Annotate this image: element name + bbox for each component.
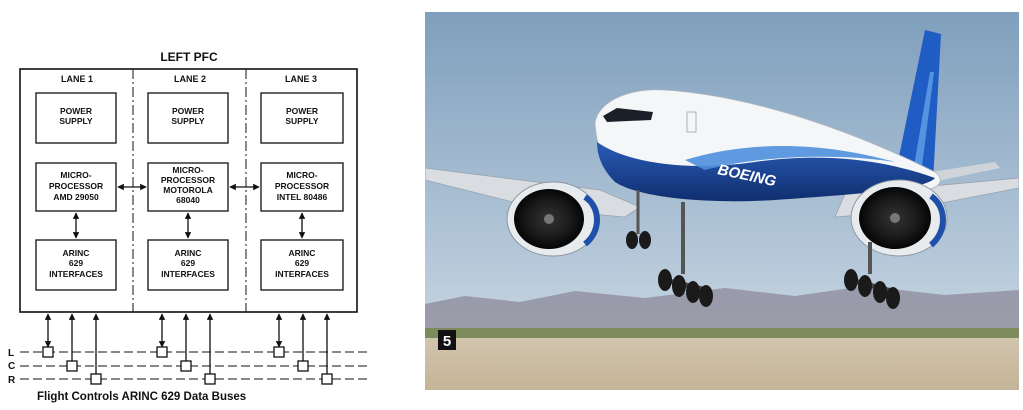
tail-fin (895, 30, 941, 182)
lane-2-bus-taps (156, 313, 216, 385)
arinc-label: ARINC (175, 248, 202, 258)
bus-label-l: L (8, 348, 14, 359)
cabin-door (686, 111, 697, 133)
power-supply-box (35, 92, 117, 144)
arinc-label: INTERFACES (275, 269, 329, 279)
left-engine-spinner (544, 214, 554, 224)
arinc-label: ARINC (289, 248, 316, 258)
left-main-landing-gear (658, 202, 713, 307)
left-engine-cowl-blue (582, 194, 600, 247)
power-supply-box (147, 92, 229, 144)
runway-marker-number: 5 (443, 333, 451, 350)
livery-swoosh (685, 146, 895, 170)
diagram-title: LEFT PFC (160, 50, 218, 64)
microprocessor-box (260, 162, 344, 212)
nose-landing-gear (626, 190, 651, 249)
arinc-label: ARINC (63, 248, 90, 258)
arinc-label: 629 (181, 258, 195, 268)
arinc-label: INTERFACES (49, 269, 103, 279)
microprocessor-label: PROCESSOR (49, 181, 103, 191)
fuselage-blue-livery (597, 142, 935, 202)
microprocessor-model: 68040 (176, 195, 200, 205)
boeing-777-photo: 5 BOEING (425, 12, 1019, 390)
microprocessor-box (147, 162, 229, 212)
right-main-landing-gear (844, 242, 900, 309)
right-engine-spinner (890, 213, 900, 223)
arinc-label: 629 (295, 258, 309, 268)
power-supply-label: POWER (286, 106, 318, 116)
grass-strip (425, 328, 1019, 338)
arinc-interfaces-box (35, 239, 117, 291)
runway-marker-sign (438, 330, 456, 350)
cockpit-windows (603, 108, 653, 122)
microprocessor-label: PROCESSOR (275, 181, 329, 191)
power-supply-label: POWER (172, 106, 204, 116)
runway-ground (425, 338, 1019, 390)
microprocessor-label: MICRO- (60, 170, 91, 180)
bus-label-r: R (8, 375, 16, 386)
arinc-label: 629 (69, 258, 83, 268)
arinc-label: INTERFACES (161, 269, 215, 279)
microprocessor-label: MICRO- (172, 165, 203, 175)
lane-2-label: LANE 2 (174, 74, 206, 84)
bus-label-c: C (8, 361, 15, 372)
microprocessor-model: INTEL 80486 (277, 192, 328, 202)
right-engine-cowl-blue (928, 193, 946, 248)
power-supply-label: SUPPLY (171, 116, 205, 126)
tail-stripe (913, 72, 934, 174)
microprocessor-model: AMD 29050 (53, 192, 99, 202)
lane-3-label: LANE 3 (285, 74, 317, 84)
power-supply-box (260, 92, 344, 144)
lane-1-label: LANE 1 (61, 74, 93, 84)
arinc-interfaces-box (260, 239, 344, 291)
lane-1-bus-taps (42, 313, 102, 385)
arinc-interfaces-box (147, 239, 229, 291)
lane-3-bus-taps (273, 313, 333, 385)
power-supply-label: POWER (60, 106, 92, 116)
diagram-caption: Flight Controls ARINC 629 Data Buses (37, 391, 246, 403)
microprocessor-label: MICRO- (286, 170, 317, 180)
airplane: BOEING (425, 30, 1019, 309)
pfc-block-diagram: LEFT PFC LANE 1 LANE 2 LANE 3 POWER SUPP… (8, 50, 368, 403)
microprocessor-model: MOTOROLA (163, 185, 212, 195)
microprocessor-label: PROCESSOR (161, 175, 215, 185)
microprocessor-box (35, 162, 117, 212)
pfc-outer-box (19, 68, 358, 313)
power-supply-label: SUPPLY (285, 116, 319, 126)
power-supply-label: SUPPLY (59, 116, 93, 126)
distant-mountains (425, 286, 1019, 330)
